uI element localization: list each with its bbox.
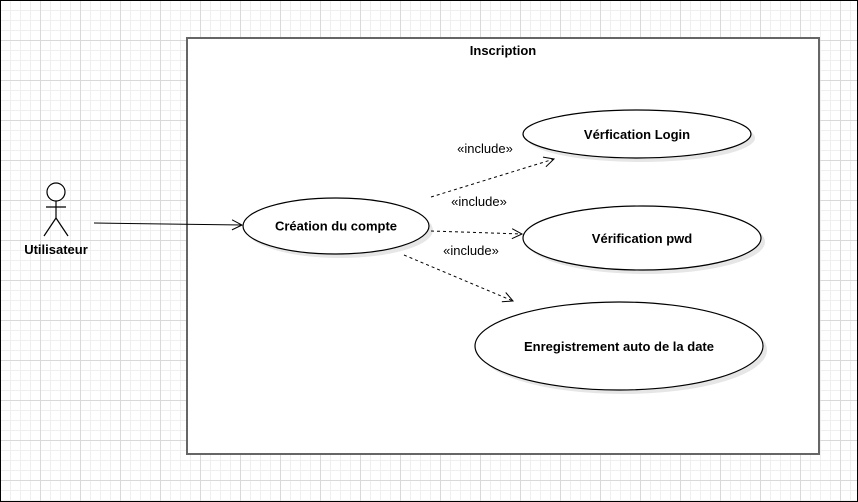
use-case-enregistrement[interactable]: [474, 301, 764, 391]
system-title: Inscription: [470, 43, 537, 58]
use-case-verif-login-label: Vérfication Login: [584, 127, 690, 142]
actor-head: [46, 182, 66, 202]
include-arrow-enregistrement[interactable]: [403, 254, 513, 301]
actor-right-leg: [55, 217, 69, 237]
actor-left-leg: [43, 217, 57, 237]
use-case-verification-login[interactable]: [522, 109, 752, 159]
use-case-creation-du-compte[interactable]: [242, 197, 430, 255]
actor-utilisateur[interactable]: [43, 182, 69, 237]
use-case-verif-pwd-label: Vérification pwd: [592, 231, 692, 246]
include-label-pwd: «include»: [451, 194, 507, 209]
use-case-creation-label: Création du compte: [275, 219, 397, 234]
association-line[interactable]: [93, 223, 242, 225]
actor-label: Utilisateur: [24, 242, 88, 257]
include-label-enregistrement: «include»: [443, 243, 499, 258]
include-label-login: «include»: [457, 141, 513, 156]
use-case-enregistrement-label: Enregistrement auto de la date: [524, 339, 714, 354]
